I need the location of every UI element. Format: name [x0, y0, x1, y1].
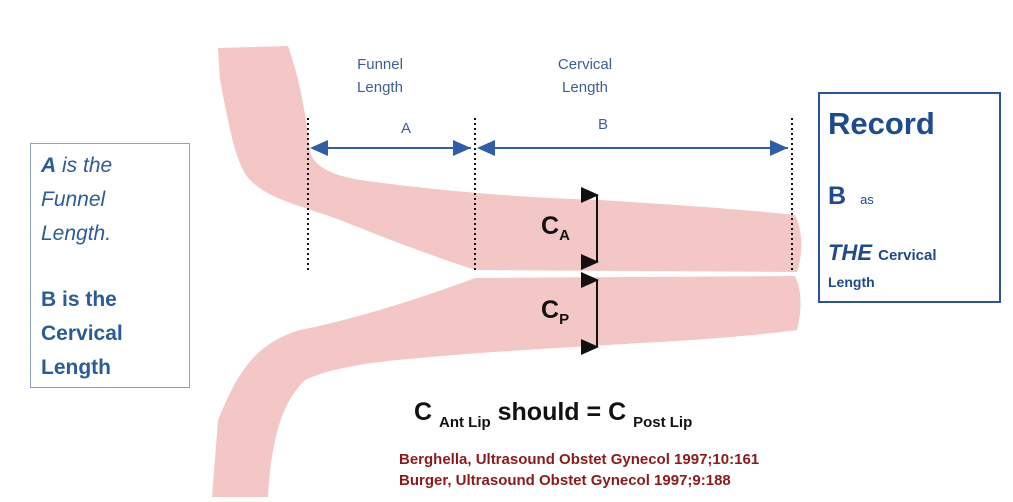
funnel-label-line2: Length: [340, 79, 420, 96]
posterior-lip-thickness-label: CP: [541, 296, 569, 328]
note-line-cervical: Cervical: [41, 322, 123, 346]
c-letter: C: [541, 296, 559, 324]
a-subscript: A: [559, 227, 570, 244]
funnel-label-line1: Funnel: [340, 56, 420, 73]
record-title: Record: [828, 106, 935, 142]
equation-ant-lip: Ant Lip: [439, 414, 491, 431]
lip-equality-equation: C Ant Lip should = C Post Lip: [414, 398, 692, 431]
record-b-letter: B: [828, 182, 846, 210]
record-the-word: THE: [828, 240, 872, 265]
c-letter: C: [541, 212, 559, 240]
record-the-line: THE Cervical: [828, 240, 937, 266]
reference-1: Berghella, Ultrasound Obstet Gynecol 199…: [399, 451, 759, 468]
equation-post-lip: Post Lip: [633, 414, 692, 431]
record-length-word: Length: [828, 274, 875, 290]
dimension-b-label: B: [598, 116, 608, 133]
record-cervical-word: Cervical: [878, 247, 936, 264]
reference-2: Burger, Ultrasound Obstet Gynecol 1997;9…: [399, 472, 731, 489]
equation-c2: C: [608, 398, 626, 426]
note-a-letter: A: [41, 154, 56, 177]
note-line-length: Length.: [41, 222, 111, 246]
funnel-label: Funnel Length: [340, 56, 420, 96]
equation-c1: C: [414, 398, 432, 426]
equation-should-equal: should =: [498, 398, 601, 426]
record-as-word: as: [860, 192, 874, 207]
cervical-label-line2: Length: [540, 79, 630, 96]
cervical-label-line1: Cervical: [540, 56, 630, 73]
note-line-funnel: Funnel: [41, 188, 105, 212]
dimension-a-label: A: [401, 120, 411, 137]
p-subscript: P: [559, 311, 569, 328]
definition-note-box: A is the Funnel Length. B is the Cervica…: [30, 143, 190, 388]
note-line-b: B is the: [41, 288, 117, 312]
anterior-lip-thickness-label: CA: [541, 212, 570, 244]
note-line-a: A is the: [41, 154, 112, 178]
cervical-label: Cervical Length: [540, 56, 630, 96]
note-line-length2: Length: [41, 356, 111, 380]
anterior-lip-shape: [218, 46, 801, 272]
note-is-the: is the: [56, 154, 112, 177]
